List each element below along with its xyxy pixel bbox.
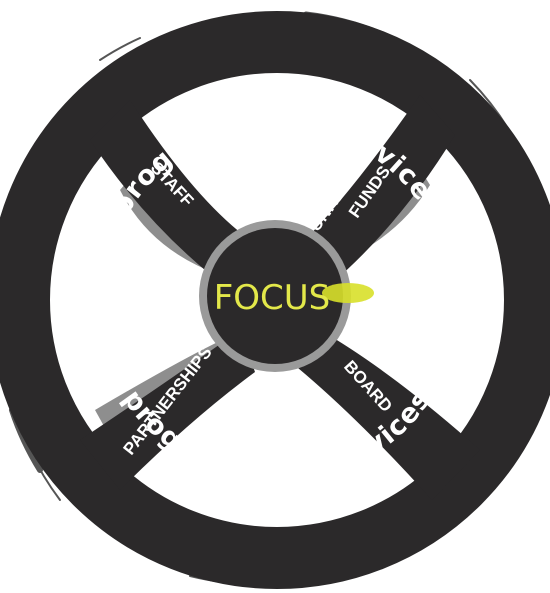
hub-label: FOCUS — [214, 278, 331, 318]
